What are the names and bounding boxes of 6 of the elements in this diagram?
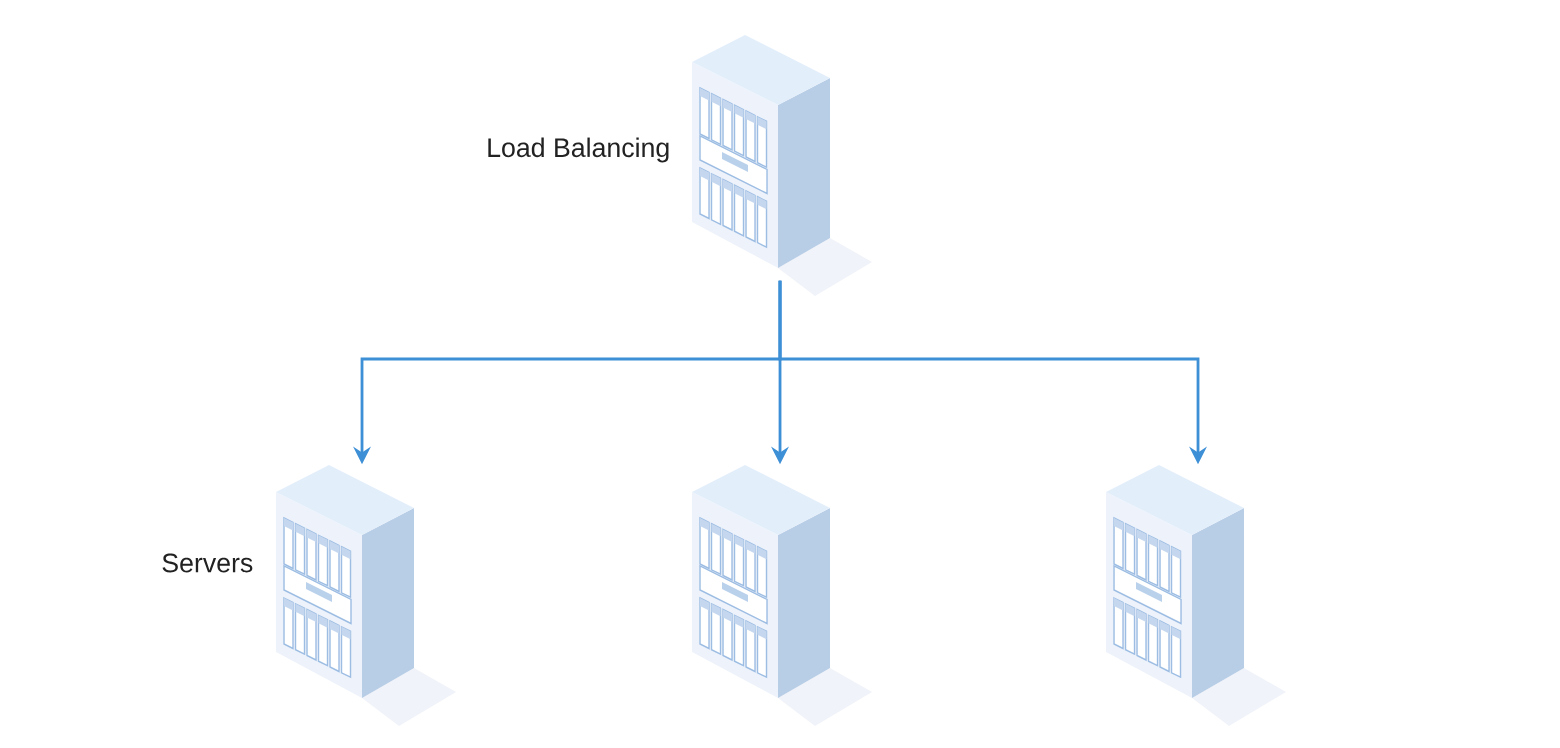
server-drawing xyxy=(692,35,872,296)
node-label: Servers xyxy=(162,553,253,573)
node-label: Load Balancing xyxy=(488,137,669,163)
server-drawing xyxy=(692,465,872,726)
server-drawing xyxy=(276,465,456,726)
server-drawing xyxy=(1106,465,1286,726)
